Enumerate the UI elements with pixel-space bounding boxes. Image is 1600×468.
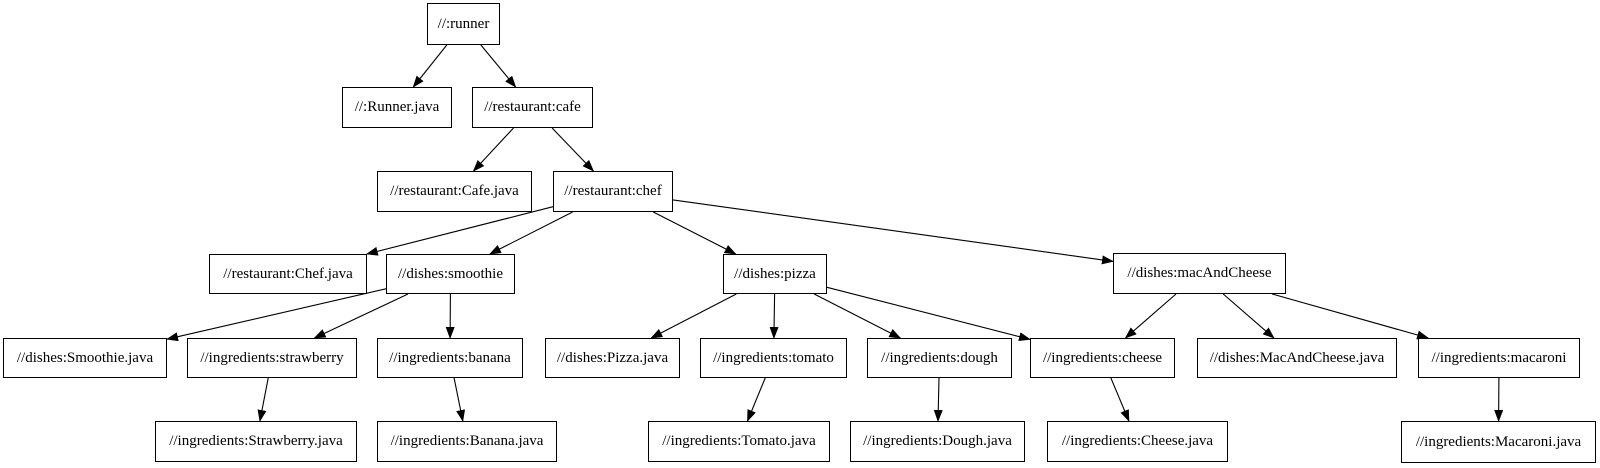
graph-edge-pizza-to-dough — [813, 293, 902, 339]
graph-edge-cafe-to-cafe_java — [472, 127, 514, 172]
graph-node-pizza-java: //dishes:Pizza.java — [545, 338, 680, 378]
graph-edge-pizza-to-cheese — [826, 286, 1031, 342]
graph-edge-cafe-to-chef — [551, 127, 595, 172]
graph-node-cheese-java: //ingredients:Cheese.java — [1047, 421, 1228, 462]
graph-node-strawberry-java: //ingredients:Strawberry.java — [155, 421, 357, 462]
graph-edge-pizza-to-tomato — [769, 293, 779, 339]
graph-edge-tomato-to-tomato_java — [746, 377, 766, 422]
graph-node-banana-java: //ingredients:Banana.java — [377, 421, 557, 462]
graph-edge-mac_and_cheese-to-macaroni — [1272, 293, 1430, 340]
graph-edge-cheese-to-cheese_java — [1110, 377, 1130, 422]
graph-node-mac-and-cheese: //dishes:macAndCheese — [1113, 253, 1286, 294]
graph-node-chef-java: //restaurant:Chef.java — [209, 254, 367, 294]
graph-edge-chef-to-pizza — [653, 211, 737, 255]
graph-node-cheese: //ingredients:cheese — [1030, 338, 1175, 378]
graph-node-cafe: //restaurant:cafe — [472, 87, 593, 128]
graph-node-tomato-java: //ingredients:Tomato.java — [648, 421, 830, 462]
graph-node-macaroni: //ingredients:macaroni — [1418, 338, 1580, 378]
graph-node-cafe-java: //restaurant:Cafe.java — [377, 171, 532, 212]
graph-edge-pizza-to-pizza_java — [650, 293, 737, 339]
graph-node-tomato: //ingredients:tomato — [700, 338, 847, 378]
graph-node-runner: //:runner — [427, 3, 500, 45]
graph-node-mac-and-cheese-java: //dishes:MacAndCheese.java — [1197, 338, 1397, 378]
graph-node-runner-java: //:Runner.java — [342, 87, 452, 128]
graph-edge-chef-to-mac_and_cheese — [672, 199, 1114, 265]
graph-node-pizza: //dishes:pizza — [723, 254, 827, 294]
graph-node-macaroni-java: //ingredients:Macaroni.java — [1401, 421, 1596, 463]
graph-node-strawberry: //ingredients:strawberry — [187, 338, 357, 378]
graph-edge-runner-to-runner_java — [412, 44, 448, 88]
graph-edge-runner-to-cafe — [480, 44, 517, 88]
graph-edge-chef-to-smoothie — [489, 211, 573, 255]
graph-node-banana: //ingredients:banana — [377, 338, 523, 378]
graph-node-smoothie-java: //dishes:Smoothie.java — [3, 338, 167, 378]
graph-edge-banana-to-banana_java — [453, 377, 466, 422]
graph-edge-smoothie-to-smoothie_java — [166, 288, 387, 342]
graph-node-smoothie: //dishes:smoothie — [386, 254, 515, 294]
graph-edge-mac_and_cheese-to-cheese — [1124, 293, 1177, 339]
graph-edge-chef-to-chef_java — [365, 206, 554, 256]
graph-edge-dough-to-dough_java — [933, 377, 943, 422]
graph-edge-smoothie-to-strawberry — [313, 293, 409, 339]
graph-node-dough: //ingredients:dough — [867, 338, 1012, 378]
graph-node-chef: //restaurant:chef — [553, 171, 673, 212]
graph-node-dough-java: //ingredients:Dough.java — [850, 421, 1025, 462]
graph-edge-mac_and_cheese-to-mac_and_cheese_java — [1222, 293, 1275, 339]
graph-edge-strawberry-to-strawberry_java — [257, 377, 269, 422]
